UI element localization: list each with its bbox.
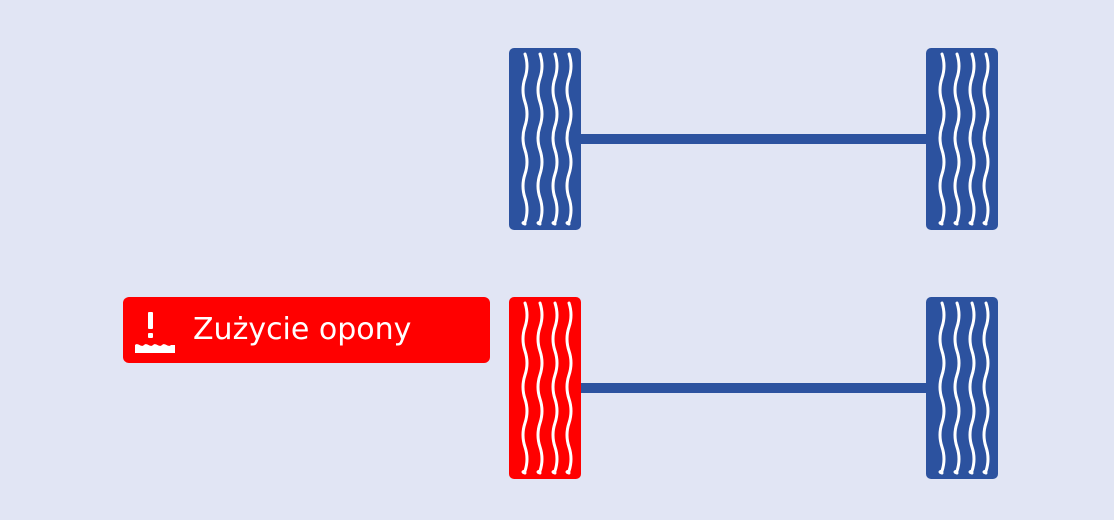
rear-axle <box>509 297 998 479</box>
tire-wear-warning-icon <box>135 312 175 353</box>
tire-tread-groove <box>953 52 961 226</box>
rear-axle-bar <box>579 383 928 393</box>
tire-tread-groove <box>938 301 946 475</box>
tire-tread-groove <box>521 301 529 475</box>
rear-axle-tire-left[interactable] <box>509 297 581 479</box>
tire-tread-groove <box>938 52 946 226</box>
tire-wear-alert-label: Zużycie opony <box>193 312 412 347</box>
tire-body <box>509 48 581 230</box>
tire-tread-groove <box>565 52 573 226</box>
tire-tread-groove <box>968 301 976 475</box>
front-axle-bar <box>579 134 928 144</box>
front-axle <box>509 48 998 230</box>
tire-tread-groove <box>521 52 529 226</box>
tire-tread-groove <box>565 301 573 475</box>
tire-body <box>509 297 581 479</box>
tire-tread-groove <box>982 301 990 475</box>
tire-wear-alert-badge[interactable]: Zużycie opony <box>123 297 490 363</box>
tire-tread-groove <box>982 52 990 226</box>
rear-axle-tire-right[interactable] <box>926 297 998 479</box>
tire-tread-groove <box>551 52 559 226</box>
tire-tread-groove <box>551 301 559 475</box>
front-axle-tire-left[interactable] <box>509 48 581 230</box>
tire-tread-groove <box>536 52 544 226</box>
tire-tread-groove <box>536 301 544 475</box>
tire-body <box>926 297 998 479</box>
tire-tread-groove <box>968 52 976 226</box>
tire-body <box>926 48 998 230</box>
front-axle-tire-right[interactable] <box>926 48 998 230</box>
tire-tread-groove <box>953 301 961 475</box>
